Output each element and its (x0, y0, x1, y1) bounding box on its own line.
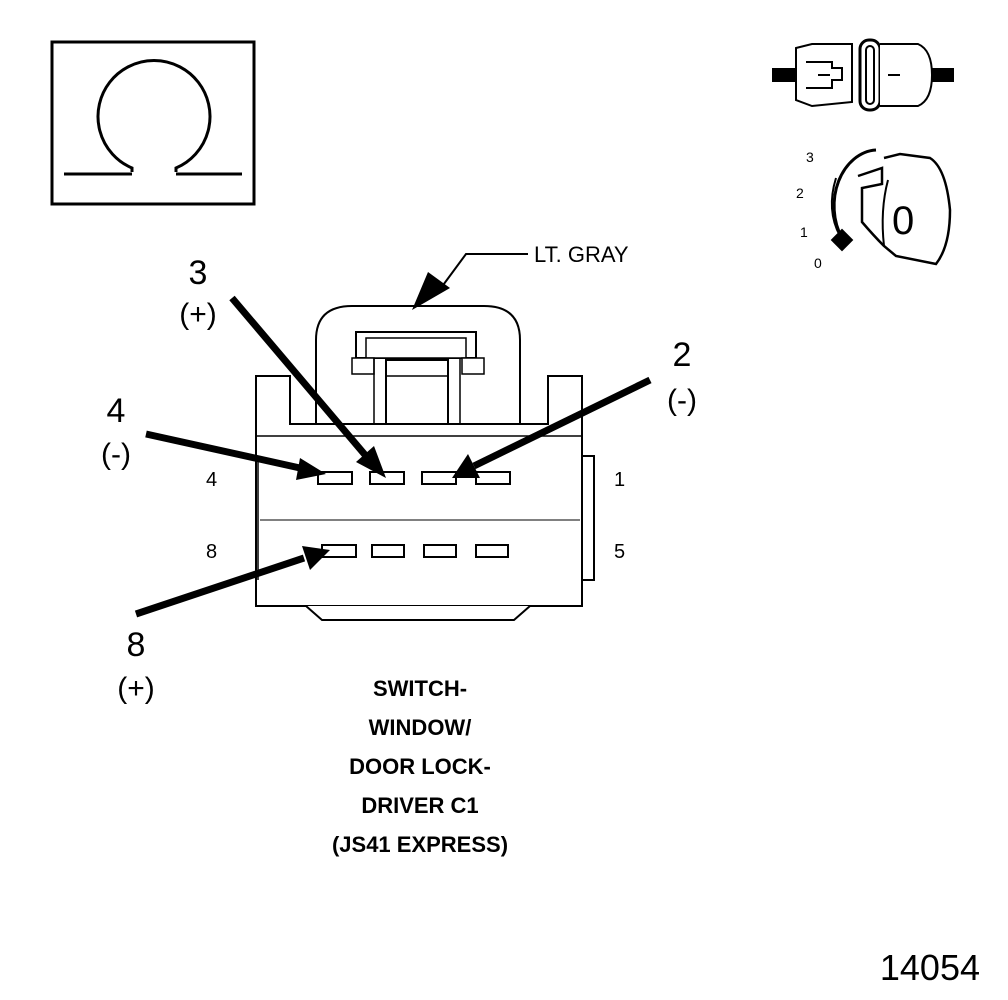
callout-3-number: 3 (189, 254, 208, 292)
title-line-1: SWITCH- (373, 676, 467, 701)
cavity-4 (317, 471, 353, 485)
title-line-2: WINDOW/ (369, 715, 472, 740)
probe-arrow-pin-2 (452, 376, 652, 478)
title-line-4: DRIVER C1 (361, 793, 478, 818)
callout-2-polarity: (-) (667, 384, 697, 417)
wire-color-label: LT. GRAY (534, 242, 629, 267)
callout-4-number: 4 (107, 392, 126, 430)
probe-arrow-pin-4 (145, 430, 326, 480)
probe-arrow-pin-3 (229, 295, 386, 478)
figure-number: 14054 (880, 947, 980, 988)
callout-8-polarity: (+) (117, 672, 155, 705)
key-position-1: 1 (800, 224, 808, 240)
cavity-7 (371, 544, 405, 558)
cavity-2 (421, 471, 457, 485)
pin-label-8: 8 (206, 541, 217, 563)
cavity-5 (475, 544, 509, 558)
cavity-6 (423, 544, 457, 558)
probe-arrow-pin-8 (134, 546, 330, 618)
title-line-3: DOOR LOCK- (349, 754, 491, 779)
key-position-0: 0 (814, 255, 822, 271)
ohmmeter-icon (50, 40, 256, 206)
cavity-1 (475, 471, 511, 485)
callout-4-polarity: (-) (101, 438, 131, 471)
wire-color-leader (412, 253, 528, 310)
terminal-cavities (317, 471, 511, 558)
pin-label-1: 1 (614, 469, 625, 491)
callout-3-polarity: (+) (179, 298, 217, 331)
key-face-label: 0 (892, 199, 914, 243)
callout-2-number: 2 (673, 336, 692, 374)
key-position-2: 2 (796, 185, 804, 201)
pin-label-5: 5 (614, 541, 625, 563)
ignition-key-icon: 3 2 1 0 0 (796, 148, 952, 271)
title-line-5: (JS41 EXPRESS) (332, 832, 508, 857)
cavity-3 (369, 471, 405, 485)
connector-side-view-icon (772, 38, 954, 112)
pin-label-4: 4 (206, 469, 217, 491)
callout-8-number: 8 (127, 626, 146, 664)
key-position-3: 3 (806, 149, 814, 165)
diagram-title: SWITCH- WINDOW/ DOOR LOCK- DRIVER C1 (JS… (332, 676, 508, 857)
